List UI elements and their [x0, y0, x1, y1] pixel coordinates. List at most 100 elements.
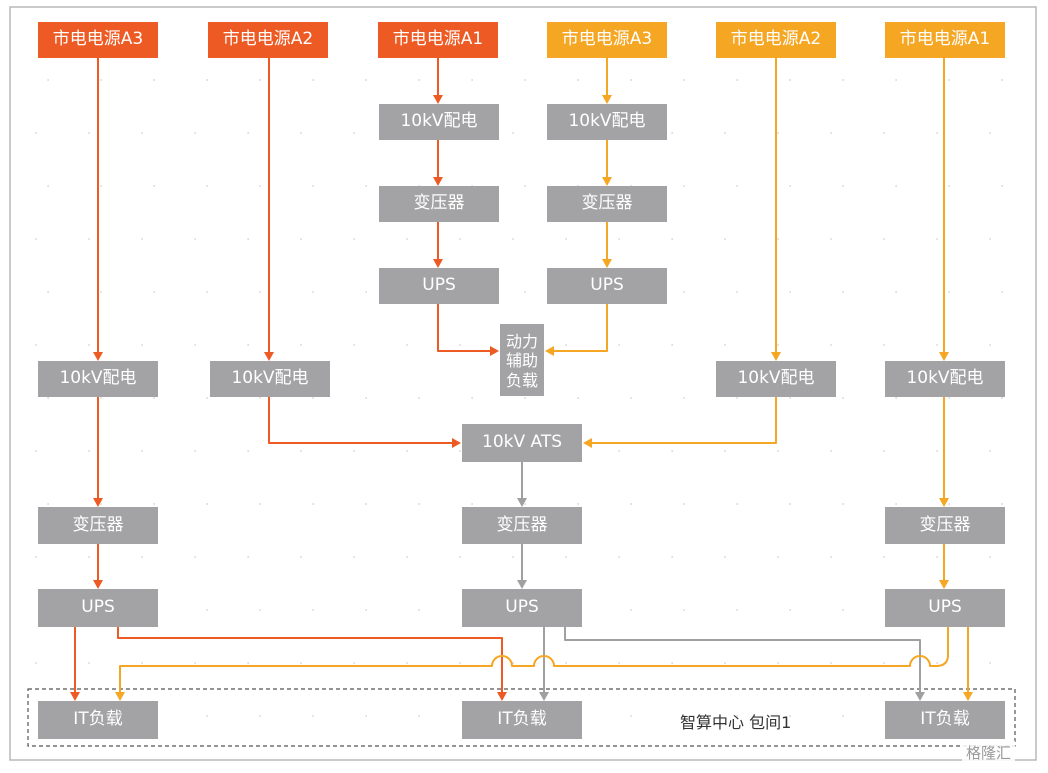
grid-dot — [512, 132, 515, 134]
grid-dot — [630, 609, 633, 611]
grid-dot — [300, 662, 303, 664]
grid-dot — [194, 238, 197, 240]
grid-dot — [300, 238, 303, 240]
arrow-a1-right-hv — [939, 352, 949, 361]
grid-dot — [618, 450, 621, 452]
arrow-center-red-ups — [433, 259, 443, 268]
grid-dot — [100, 291, 103, 293]
grid-dot — [789, 185, 792, 187]
grid-dot — [936, 132, 939, 134]
grid-dot — [565, 344, 568, 346]
grid-dot — [47, 397, 50, 399]
grid-dot — [141, 238, 144, 240]
hv-dist-right-a1: 10kV配电 — [885, 361, 1005, 397]
grid-dot — [141, 132, 144, 134]
arrow-it-middle-gray — [539, 692, 549, 701]
grid-dot — [671, 238, 674, 240]
grid-dot — [418, 503, 421, 505]
grid-dot — [300, 556, 303, 558]
grid-dot — [936, 450, 939, 452]
grid-dot — [736, 503, 739, 505]
ups-center-red: UPS — [379, 268, 499, 304]
grid-dot — [35, 344, 38, 346]
grid-dot — [1001, 79, 1004, 81]
grid-dot — [618, 344, 621, 346]
wire-ups-middle-to-it-right — [564, 627, 921, 692]
grid-dot — [365, 503, 368, 505]
grid-dot — [206, 397, 209, 399]
grid-dot — [936, 662, 939, 664]
grid-dot — [206, 715, 209, 717]
grid-dot — [206, 79, 209, 81]
grid-dot — [100, 79, 103, 81]
grid-dot — [141, 450, 144, 452]
arrow-a3-hv — [93, 352, 103, 361]
grid-dot — [565, 238, 568, 240]
grid-dot — [736, 79, 739, 81]
arrow-ups-left — [93, 580, 103, 589]
transformer-middle: 变压器 — [462, 507, 582, 544]
grid-dot — [35, 450, 38, 452]
grid-dot — [842, 397, 845, 399]
arrow-ups-right — [939, 580, 949, 589]
grid-dot — [683, 79, 686, 81]
grid-dot — [724, 344, 727, 346]
grid-dot — [194, 662, 197, 664]
grid-dot — [777, 556, 780, 558]
grid-dot — [524, 291, 527, 293]
grid-dot — [936, 238, 939, 240]
ups-center-orange: UPS — [547, 268, 667, 304]
grid-dot — [618, 662, 621, 664]
grid-dot — [259, 609, 262, 611]
grid-dot — [936, 344, 939, 346]
grid-dot — [47, 291, 50, 293]
grid-dot — [406, 344, 409, 346]
grid-dot — [830, 450, 833, 452]
grid-dot — [630, 715, 633, 717]
source-red-a3: 市电电源A3 — [38, 22, 158, 58]
grid-dot — [141, 662, 144, 664]
grid-dot — [883, 662, 886, 664]
wire-center-org-to-aux — [554, 304, 608, 352]
grid-dot — [35, 662, 38, 664]
grid-dot — [247, 344, 250, 346]
grid-dot — [206, 609, 209, 611]
arrow-a2-hv — [264, 352, 274, 361]
grid-dot — [724, 556, 727, 558]
transformer-center-orange: 变压器 — [547, 186, 667, 222]
grid-dot — [830, 238, 833, 240]
grid-dot — [830, 662, 833, 664]
grid-dot — [100, 185, 103, 187]
grid-dot — [883, 344, 886, 346]
grid-dot — [630, 503, 633, 505]
arrow-ats-red — [452, 438, 461, 448]
transformer-center-red: 变压器 — [379, 186, 499, 222]
grid-dot — [736, 291, 739, 293]
grid-dot — [989, 344, 992, 346]
grid-dot — [989, 556, 992, 558]
grid-dot — [724, 450, 727, 452]
grid-dot — [418, 609, 421, 611]
grid-dot — [88, 344, 91, 346]
grid-dot — [989, 238, 992, 240]
grid-dot — [47, 503, 50, 505]
grid-dot — [789, 79, 792, 81]
grid-dot — [459, 344, 462, 346]
grid-dot — [577, 397, 580, 399]
grid-dot — [471, 397, 474, 399]
grid-dot — [842, 715, 845, 717]
grid-dot — [724, 662, 727, 664]
grid-dot — [194, 556, 197, 558]
grid-dot — [883, 238, 886, 240]
grid-dot — [206, 185, 209, 187]
grid-dot — [247, 238, 250, 240]
grid-dot — [206, 291, 209, 293]
it-load-left: IT负载 — [38, 701, 158, 739]
grid-dot — [406, 662, 409, 664]
grid-dot — [1001, 291, 1004, 293]
grid-dot — [777, 238, 780, 240]
wire-ups-left-to-it-middle — [117, 627, 503, 692]
grid-dot — [936, 556, 939, 558]
compute-room-label: 智算中心 包间1 — [680, 713, 792, 732]
arrow-center-org-trans — [602, 177, 612, 186]
